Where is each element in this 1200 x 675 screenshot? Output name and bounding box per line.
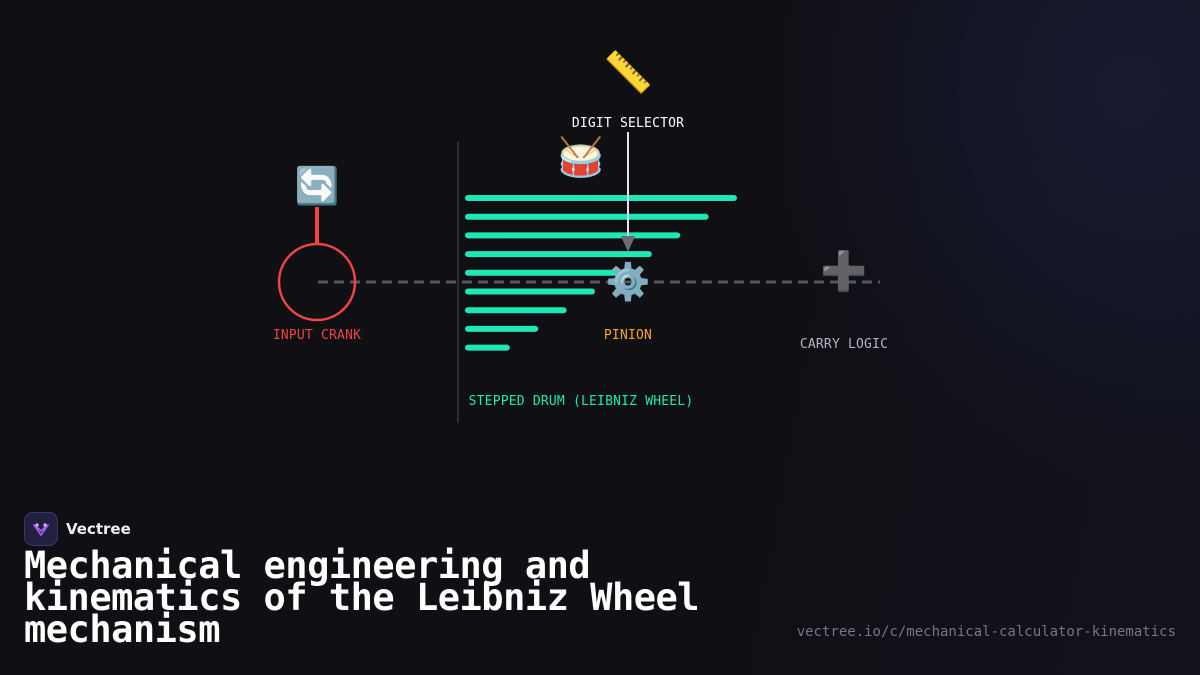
- brand: Vectree: [24, 512, 131, 546]
- counterclockwise-arrows-icon: 🔄: [295, 165, 340, 207]
- digit-selector-label: DIGIT SELECTOR: [572, 116, 684, 131]
- gear-icon: ⚙️: [606, 261, 651, 303]
- stepped-drum-teeth: [465, 195, 737, 351]
- carry-logic-label: CARRY LOGIC: [800, 337, 888, 352]
- selector-arrowhead: [621, 236, 635, 252]
- source-url: vectree.io/c/mechanical-calculator-kinem…: [796, 624, 1176, 640]
- page-title: Mechanical engineering and kinematics of…: [24, 544, 700, 651]
- input-crank-wheel: [277, 242, 357, 322]
- vectree-logo-icon: [24, 512, 58, 546]
- stepped-drum-label: STEPPED DRUM (LEIBNIZ WHEEL): [469, 394, 694, 409]
- pinion-label: PINION: [604, 328, 652, 343]
- brand-name: Vectree: [66, 520, 131, 538]
- input-crank-label: INPUT CRANK: [273, 328, 361, 343]
- drum-icon: 🥁: [557, 135, 605, 179]
- plus-icon: ➕: [820, 249, 867, 293]
- ruler-icon: 📏: [603, 49, 653, 96]
